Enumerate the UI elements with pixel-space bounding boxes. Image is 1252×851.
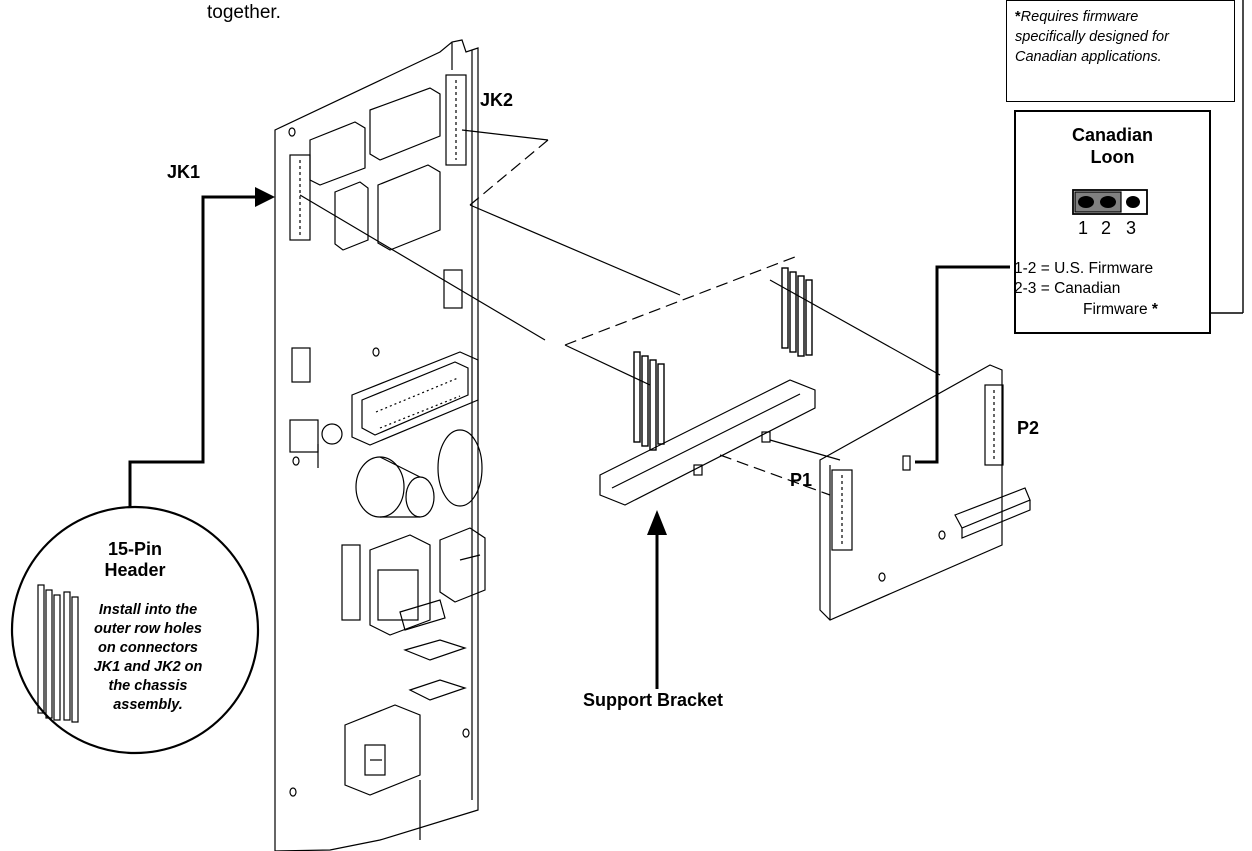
firmware-note-line3: Canadian applications. [1015, 49, 1162, 65]
bracket-arrowhead [647, 510, 667, 535]
loon-jumper-location [902, 455, 911, 471]
firmware-note-line1: *Requires firmware [1015, 9, 1139, 25]
firmware-note-box: *Requires firmware specifically designed… [1006, 0, 1235, 102]
right-angle-header [954, 487, 1031, 539]
callout-header-drawing [37, 584, 79, 723]
jk1-arrowhead [255, 187, 275, 207]
floating-header-right [781, 267, 813, 357]
pin-number-1: 1 [1078, 218, 1089, 238]
chassis-board [274, 39, 479, 851]
pin-number-2: 2 [1101, 218, 1112, 238]
transformer [341, 527, 486, 636]
jk1-connector [289, 154, 311, 241]
p2-connector [984, 384, 1004, 466]
loon-title-line1: Canadian [1071, 125, 1154, 145]
callout-instructions: Install into the outer row holes on conn… [93, 602, 203, 713]
bottom-headers [399, 599, 467, 701]
rj-jack [344, 704, 421, 796]
loon-leader [915, 265, 1010, 464]
jk1-leader [128, 195, 256, 520]
p1-connector [831, 469, 853, 551]
loon-setting-us: 1-2 = U.S. Firmware [1014, 260, 1154, 277]
p1-label: P1 [790, 470, 813, 490]
asterisk-symbol: * [1015, 9, 1021, 25]
canadian-loon-box: Canadian Loon 1 2 3 1-2 = U.S. Firmware … [1014, 110, 1211, 334]
capacitors [355, 429, 483, 518]
dsub-connector [351, 351, 479, 446]
loon-setting-canadian: 2-3 = Canadian [1014, 280, 1121, 297]
jk1-label: JK1 [167, 162, 201, 182]
firmware-note-line2: specifically designed for [1015, 29, 1169, 45]
pin-number-3: 3 [1126, 218, 1137, 238]
support-bracket-label: Support Bracket [583, 690, 724, 710]
jk2-label: JK2 [480, 90, 514, 110]
alignment-lines [299, 129, 941, 840]
floating-header-left [633, 351, 665, 451]
p2-label: P2 [1017, 418, 1040, 438]
loon-title-line2: Loon [1090, 147, 1135, 167]
support-bracket-part [599, 379, 816, 506]
terminal-block [289, 419, 343, 468]
board-chips [291, 87, 463, 383]
top-fragment-text: together. [207, 2, 281, 23]
daughter-board [819, 364, 1003, 621]
jk2-connector [445, 74, 467, 166]
callout-title: 15-Pin Header [104, 539, 166, 580]
loon-jumper-graphic [1072, 189, 1148, 215]
header-callout-circle [10, 505, 260, 755]
loon-setting-canadian-firmware: Firmware * [1083, 301, 1158, 318]
